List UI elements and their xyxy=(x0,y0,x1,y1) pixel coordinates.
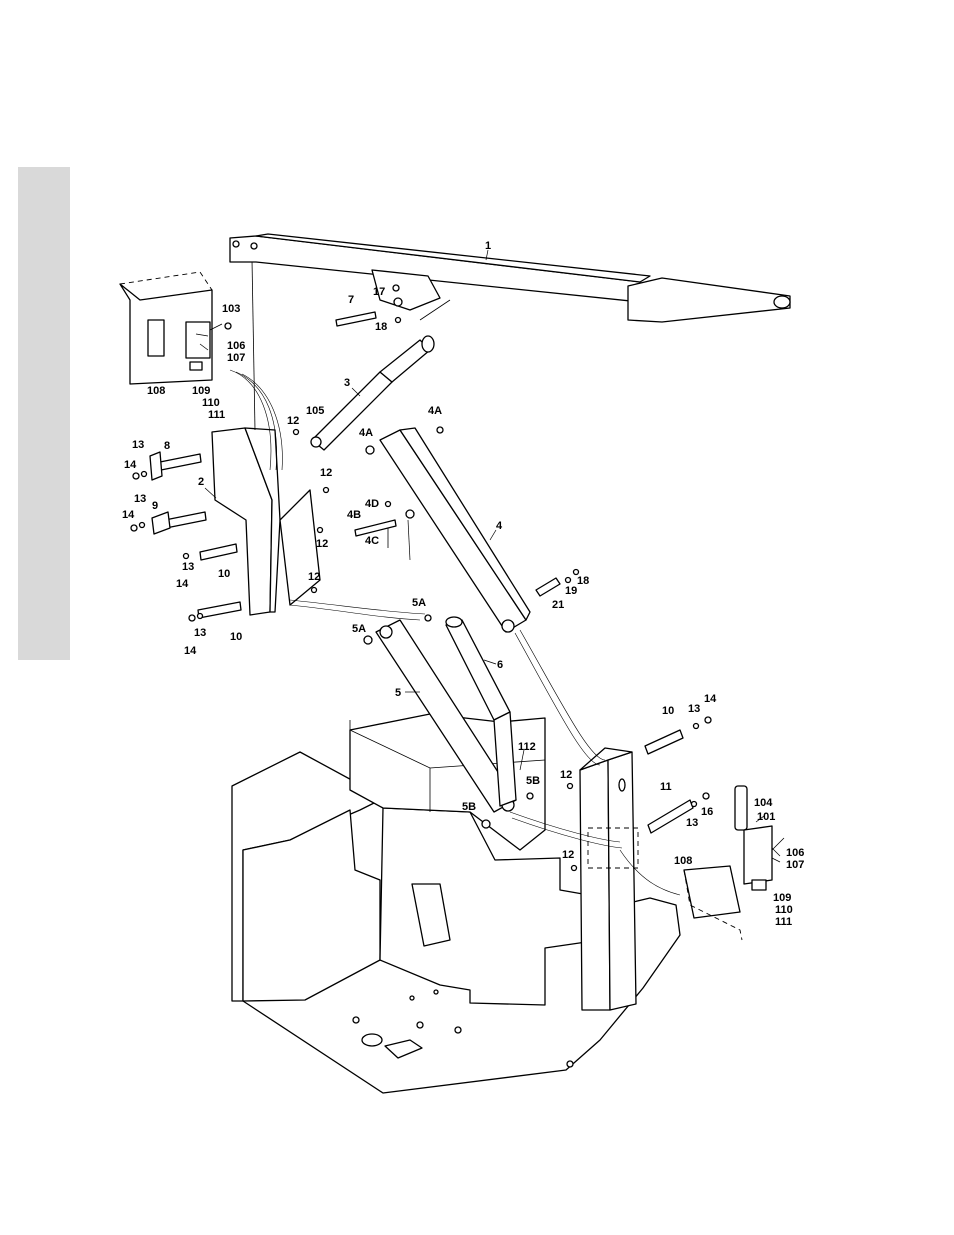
label-14: 14 xyxy=(176,578,189,590)
label-10: 10 xyxy=(230,631,242,643)
label-5A: 5A xyxy=(352,623,366,635)
label-14: 14 xyxy=(124,459,137,471)
label-13: 13 xyxy=(686,817,698,829)
right-upright xyxy=(580,748,638,1010)
label-10: 10 xyxy=(662,705,674,717)
label-12: 12 xyxy=(287,415,299,427)
label-14: 14 xyxy=(704,693,717,705)
label-13: 13 xyxy=(688,703,700,715)
label-13: 13 xyxy=(132,439,144,451)
label-3: 3 xyxy=(344,377,350,389)
label-4A: 4A xyxy=(359,427,373,439)
arm-4 xyxy=(380,428,530,632)
label-4A: 4A xyxy=(428,405,442,417)
label-17: 17 xyxy=(373,286,385,298)
label-13: 13 xyxy=(194,627,206,639)
label-110: 110 xyxy=(775,904,793,916)
label-5B: 5B xyxy=(526,775,540,787)
label-14: 14 xyxy=(184,645,197,657)
label-107: 107 xyxy=(786,859,804,871)
boom-beam xyxy=(230,234,790,322)
switch-lower-right xyxy=(684,786,784,940)
label-14: 14 xyxy=(122,509,135,521)
label-112: 112 xyxy=(518,741,536,753)
label-109: 109 xyxy=(192,385,210,397)
label-106: 106 xyxy=(227,340,245,352)
label-4: 4 xyxy=(496,520,503,532)
label-12: 12 xyxy=(316,538,328,550)
label-105: 105 xyxy=(306,405,324,417)
label-5B: 5B xyxy=(462,801,476,813)
label-4C: 4C xyxy=(365,535,379,547)
label-18: 18 xyxy=(577,575,589,587)
label-101: 101 xyxy=(757,811,775,823)
label-8: 8 xyxy=(164,440,170,452)
label-4B: 4B xyxy=(347,509,361,521)
label-108: 108 xyxy=(674,855,692,867)
switch-upper-left xyxy=(120,272,222,384)
label-106: 106 xyxy=(786,847,804,859)
label-5: 5 xyxy=(395,687,401,699)
label-1: 1 xyxy=(485,240,491,252)
label-5A: 5A xyxy=(412,597,426,609)
label-7: 7 xyxy=(348,294,354,306)
label-2: 2 xyxy=(198,476,204,488)
label-21: 21 xyxy=(552,599,564,611)
label-103: 103 xyxy=(222,303,240,315)
label-108: 108 xyxy=(147,385,165,397)
label-13: 13 xyxy=(134,493,146,505)
label-12: 12 xyxy=(308,571,320,583)
label-19: 19 xyxy=(565,585,577,597)
label-107: 107 xyxy=(227,352,245,364)
label-111: 111 xyxy=(208,409,225,421)
label-12: 12 xyxy=(560,769,572,781)
label-18: 18 xyxy=(375,321,387,333)
label-9: 9 xyxy=(152,500,158,512)
label-12: 12 xyxy=(562,849,574,861)
label-109: 109 xyxy=(773,892,791,904)
label-6: 6 xyxy=(497,659,503,671)
label-111: 111 xyxy=(775,916,792,928)
label-12: 12 xyxy=(320,467,332,479)
label-104: 104 xyxy=(754,797,773,809)
label-10: 10 xyxy=(218,568,230,580)
label-4D: 4D xyxy=(365,498,379,510)
label-13: 13 xyxy=(182,561,194,573)
label-16: 16 xyxy=(701,806,713,818)
label-11: 11 xyxy=(660,781,672,793)
label-110: 110 xyxy=(202,397,220,409)
